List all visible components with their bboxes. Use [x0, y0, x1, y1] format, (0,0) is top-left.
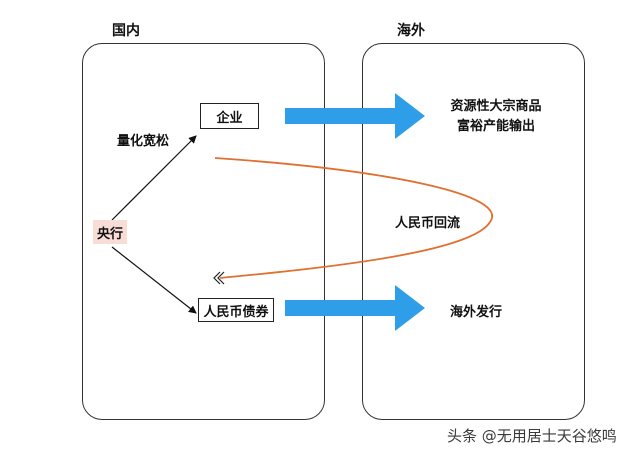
big-arrow-enterprise-overseas: [285, 93, 425, 139]
central-bank-node: 央行: [93, 220, 127, 244]
commodities-line-2: 富裕产能输出: [456, 119, 535, 134]
rmb-backflow-label: 人民币回流: [395, 216, 461, 231]
overseas-issuance-label: 海外发行: [450, 305, 503, 320]
arrow-central-bank-to-bonds: [111, 246, 197, 314]
rmb-backflow-arrowhead: [213, 271, 225, 285]
big-arrow-bonds-overseas: [285, 285, 425, 331]
arrow-central-bank-to-enterprise: [111, 135, 197, 221]
watermark-text: 头条 @无用居士天谷悠鸣: [447, 427, 617, 445]
domestic-title: 国内: [112, 23, 140, 39]
rmb-backflow-curve: [214, 157, 493, 279]
qe-label: 量化宽松: [117, 134, 170, 149]
rmb-bonds-node: 人民币债券: [198, 298, 274, 322]
overseas-title: 海外: [397, 23, 425, 39]
commodities-label: 资源性大宗商品 富裕产能输出: [436, 97, 556, 137]
commodities-line-1: 资源性大宗商品: [450, 99, 542, 114]
enterprise-node: 企业: [200, 103, 259, 129]
